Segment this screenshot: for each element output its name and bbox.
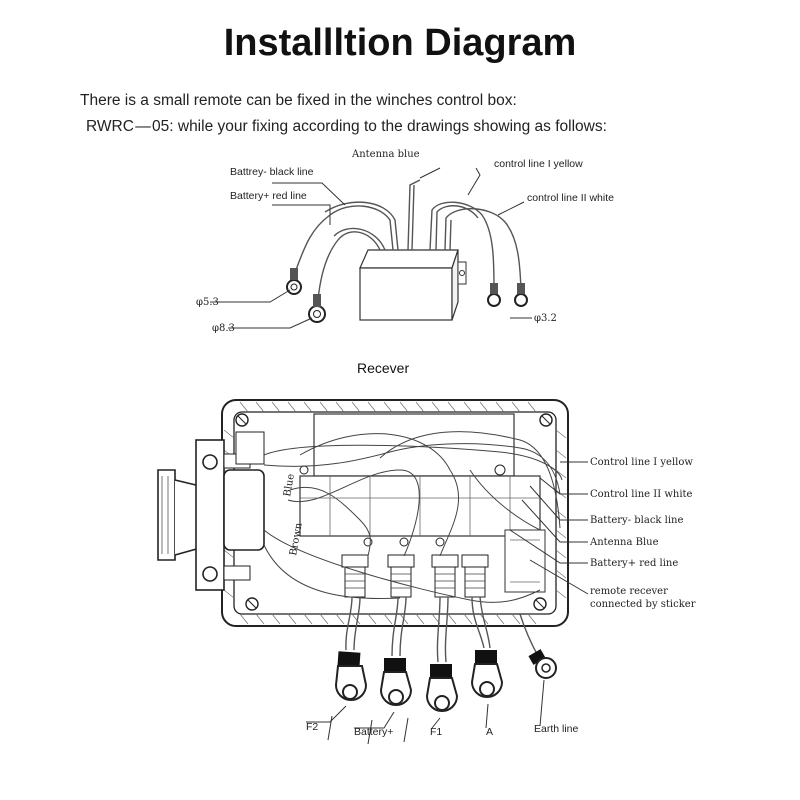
battery-plus-wire [317,231,381,301]
output-cables: F2 Battery+ F1 A Earth line [306,596,579,745]
control-box: Blue Brown [157,399,569,627]
control-line-1-label: control line I yellow [494,158,583,170]
control-line-2-wire [444,208,522,291]
box-labels: Control line I yellow Control line II wh… [509,457,696,610]
terminal-earth-label: Earth line [534,723,579,735]
box-battery-minus-label: Battery- black line [590,515,683,526]
ring-terminal-battery-plus [379,658,413,706]
page-title: Installltion Diagram [223,22,577,64]
internal-wires [263,431,563,603]
intro-line-1: There is a small remote can be fixed in … [80,92,517,109]
battery-plus-label: Battery+ red line [230,190,307,202]
intro-line-2: RWRC — 05: while your fixing according t… [86,118,607,135]
remote-tab-hole [459,270,465,276]
remote-box-front [359,267,453,321]
ring-terminal-f1 [425,664,459,712]
ring-lug-3-2-a [487,293,501,307]
ring-terminal-earth [528,649,557,679]
remote-receiver-module [504,529,546,593]
terminal-battery-label: Battery+ [354,726,393,738]
control-line-2-label: control line II white [527,192,614,204]
box-battery-plus-label: Battery+ red line [590,558,678,569]
terminal-f2-label: F2 [306,721,318,733]
connector-plug [157,469,176,561]
antenna-wire [407,179,421,251]
remote-receiver-label: remote recever [590,586,668,597]
diameter-3-2-label: φ3.2 [534,313,557,324]
box-control-2-label: Control line II white [590,489,693,500]
blue-wire-label: Blue [282,473,297,498]
ring-lug-3-2-b [514,293,528,307]
box-control-1-label: Control line I yellow [590,457,693,468]
connector-socket [223,469,265,551]
ring-terminal-f2 [334,651,368,701]
box-antenna-label: Antenna Blue [589,537,659,548]
connector-bolt [202,454,218,470]
remote-receiver-label-2: connected by sticker [590,599,696,610]
diameter-5-3-label: φ5.3 [196,297,219,308]
terminal-posts [341,554,489,598]
remote-module: Antenna blue Battrey- black line Battery… [196,149,614,334]
diameter-8-3-label: φ8.3 [212,323,235,334]
terminal-f1-label: F1 [430,726,442,738]
connector-bolt [202,566,218,582]
receiver-title: Recever [357,360,409,376]
ring-terminal-a [470,650,504,698]
antenna-blue-label: Antenna blue [351,149,420,160]
control-line-1-wire [429,201,495,291]
terminal-a-label: A [486,726,493,738]
solenoid-cover [313,413,515,477]
battery-minus-label: Battrey- black line [230,166,314,178]
remote-box-side [451,249,459,321]
remote-box [359,249,459,269]
